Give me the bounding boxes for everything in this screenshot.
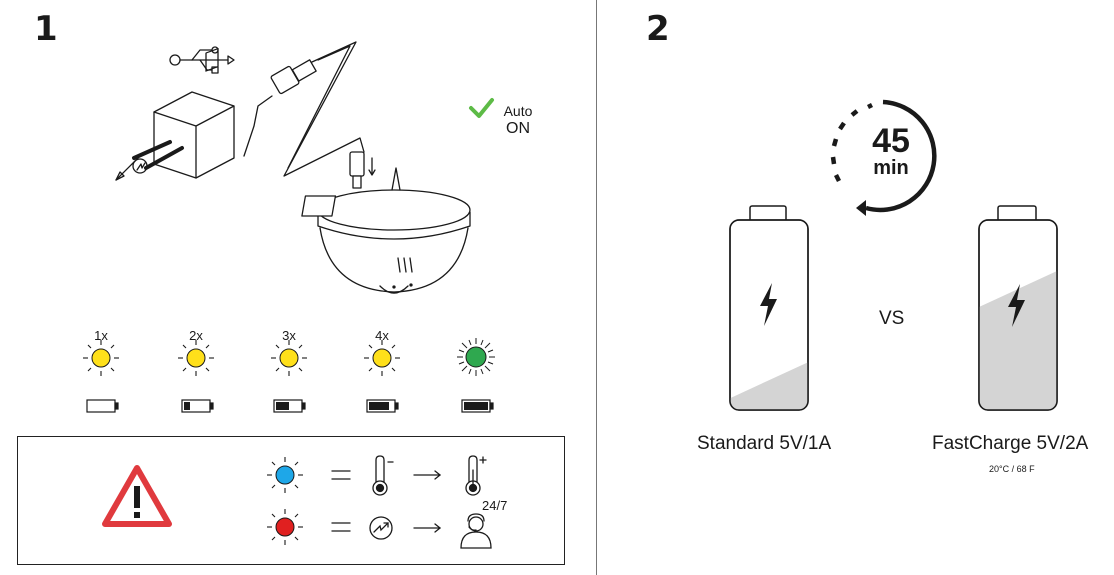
power-fault-icon [369, 516, 393, 540]
wall-adapter-icon [115, 47, 235, 181]
battery-level-4 [461, 399, 494, 413]
battery-level-row [86, 399, 494, 413]
temperature-note: 20°C / 68 F [989, 464, 1035, 474]
standard-charger-label: Standard 5V/1A [697, 433, 832, 454]
timer-label: 45 min [856, 124, 926, 178]
warning-triangle-icon [102, 465, 172, 527]
flash-label-2x: 2x [189, 328, 203, 343]
led-green-full [457, 338, 495, 376]
thermometer-high-icon [465, 455, 487, 496]
led-red [267, 509, 303, 545]
standard-battery-icon [729, 205, 809, 411]
equals-icon [331, 470, 351, 480]
usb-cable [243, 41, 376, 189]
led-3x [271, 340, 307, 376]
timer-icon [830, 99, 937, 216]
auto-on-label: Auto ON [498, 102, 538, 138]
arrow-right-icon [413, 523, 442, 533]
timer-value: 45 [872, 122, 910, 160]
flash-label-3x: 3x [282, 328, 296, 343]
panel-divider [596, 0, 597, 575]
led-1x [83, 340, 119, 376]
flash-label-1x: 1x [94, 328, 108, 343]
support-24-7-label: 24/7 [482, 498, 508, 513]
vs-label: VS [879, 308, 905, 329]
timer-unit: min [873, 157, 909, 179]
arrow-right-icon [413, 470, 442, 480]
check-icon [469, 98, 494, 118]
led-2x [178, 340, 214, 376]
step-2-number: 2 [646, 9, 670, 49]
support-agent-icon [460, 513, 492, 549]
auto-label: Auto [503, 103, 533, 119]
led-row [83, 338, 495, 376]
battery-level-0 [86, 399, 119, 413]
device-icon [301, 167, 471, 294]
flash-label-4x: 4x [375, 328, 389, 343]
battery-level-1 [181, 399, 214, 413]
on-label: ON [506, 120, 530, 137]
battery-level-3 [366, 399, 399, 413]
battery-level-2 [273, 399, 306, 413]
thermometer-low-icon [372, 455, 394, 496]
fast-battery-icon [978, 205, 1058, 411]
led-4x [364, 340, 400, 376]
equals-icon [331, 522, 351, 532]
fastcharge-label: FastCharge 5V/2A [932, 433, 1089, 454]
warning-box [17, 436, 565, 565]
led-blue [267, 457, 303, 493]
step-1-number: 1 [34, 9, 58, 49]
